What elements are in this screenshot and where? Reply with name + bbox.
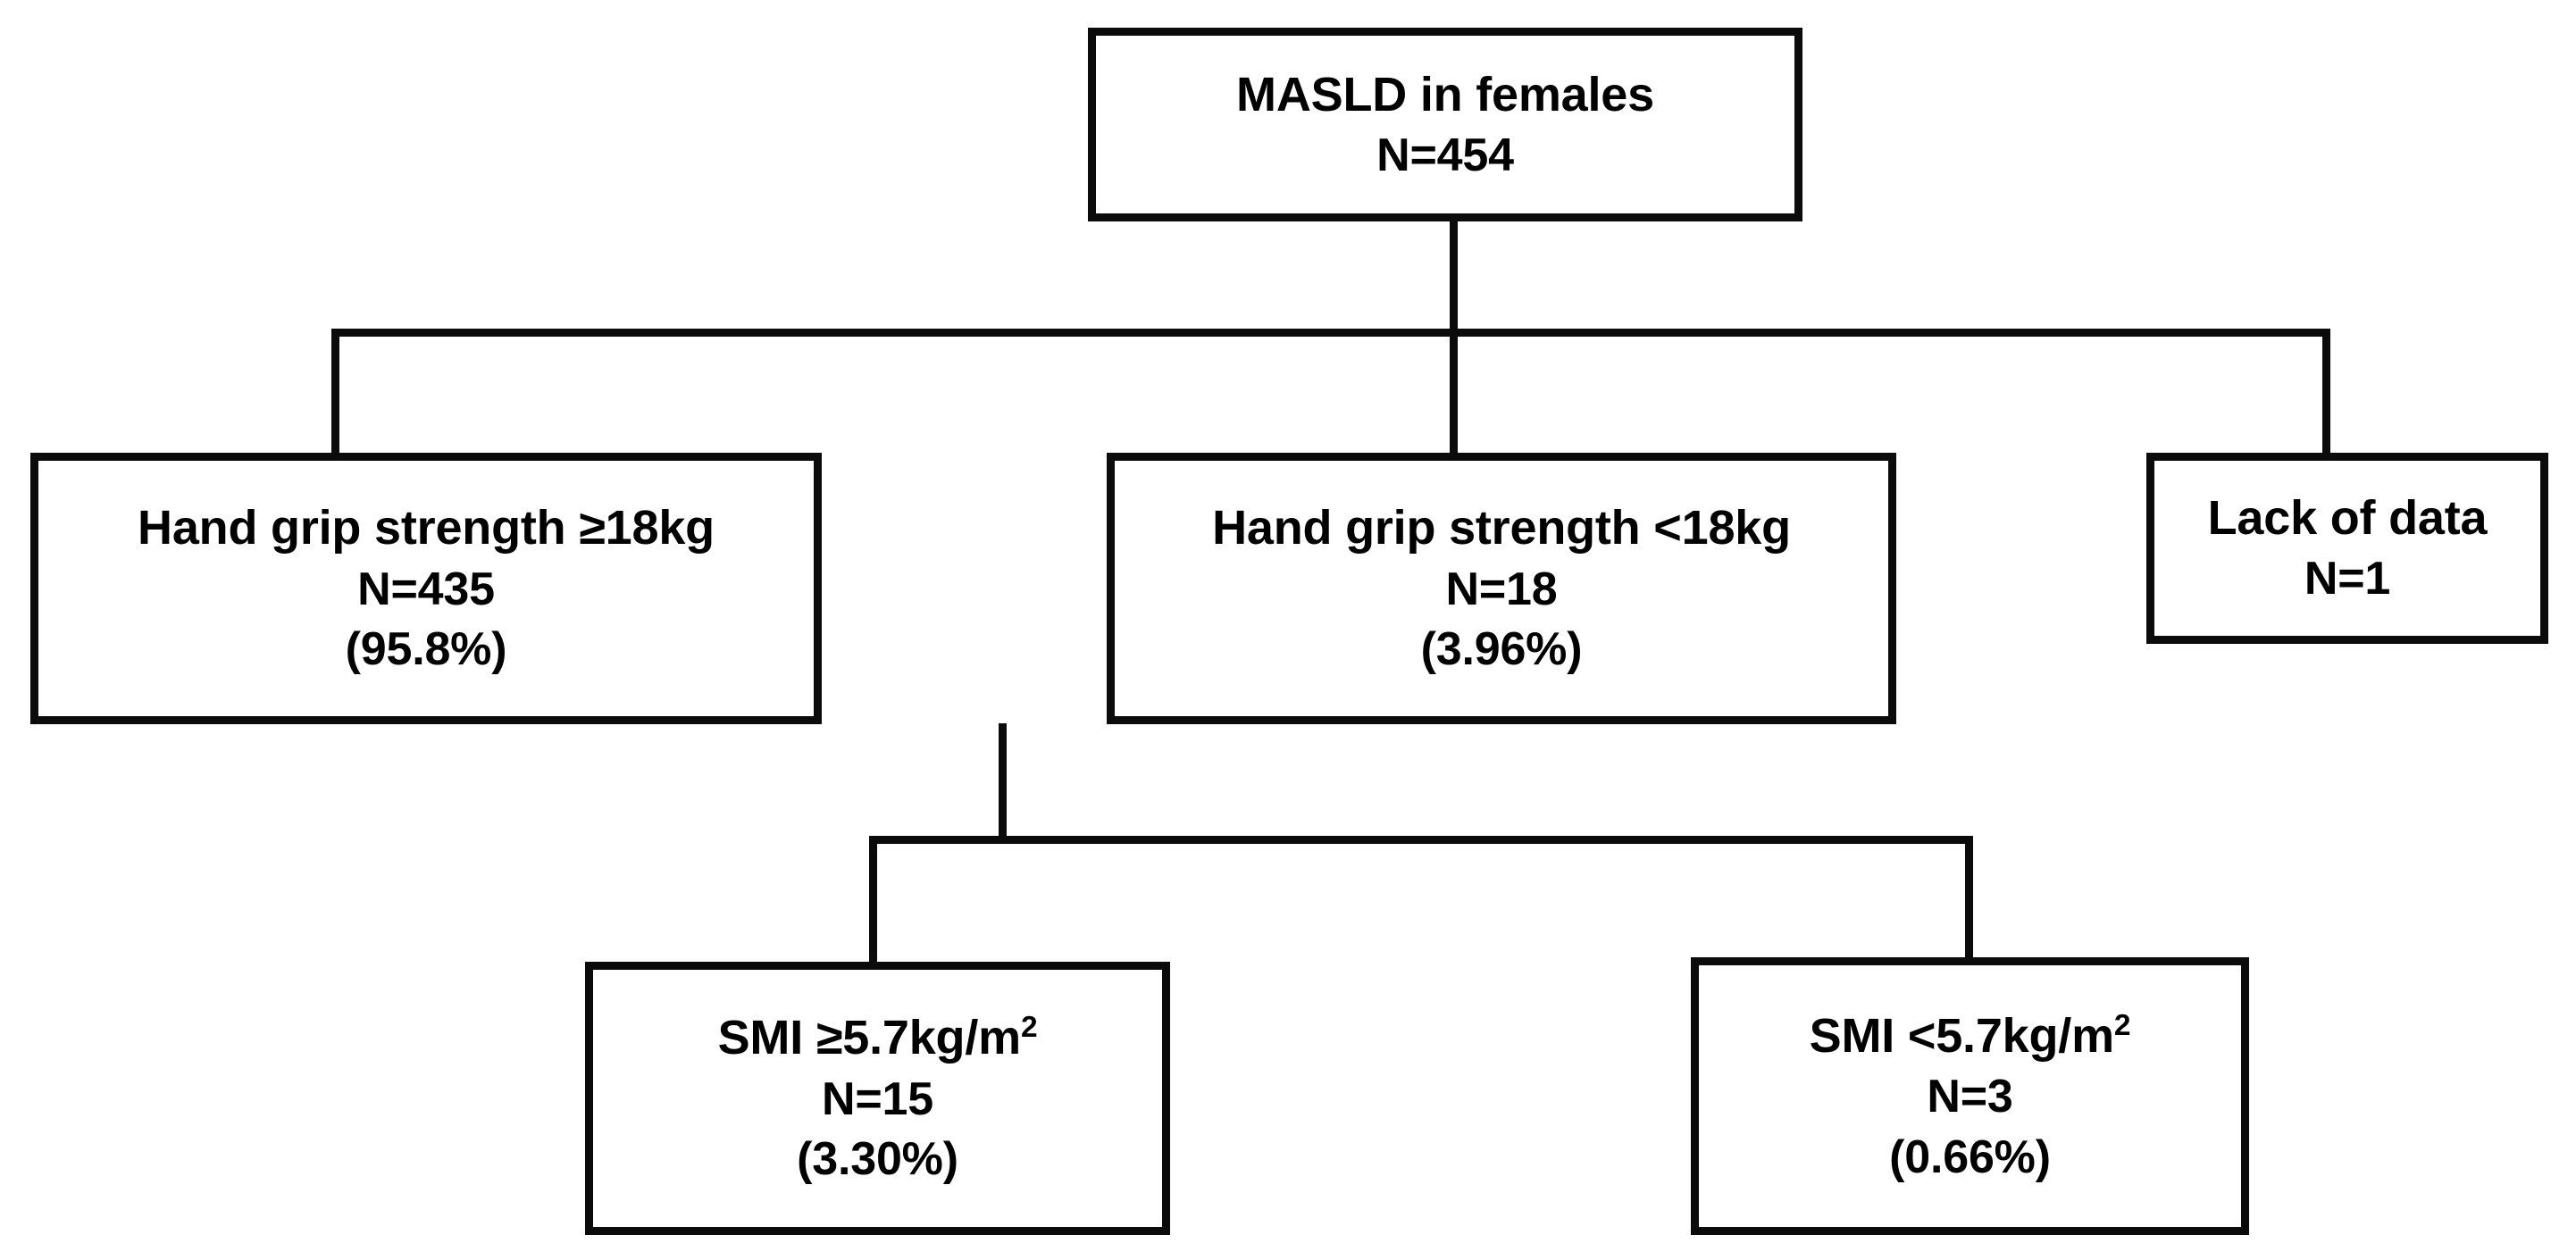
connector-drop-lack-of-data bbox=[2322, 329, 2330, 456]
connector-root-stem bbox=[1450, 221, 1458, 337]
node-label-text: SMI <5.7kg/m bbox=[1809, 1008, 2114, 1063]
connector-level2-bus bbox=[331, 329, 2330, 337]
node-label: MASLD in females bbox=[1236, 67, 1654, 121]
node-label-text: SMI ≥5.7kg/m bbox=[717, 1011, 1022, 1065]
node-count: N=15 bbox=[822, 1072, 933, 1125]
node-lack-of-data[interactable]: Lack of data N=1 bbox=[2146, 453, 2548, 644]
node-count: N=18 bbox=[1445, 563, 1558, 615]
node-label: SMI <5.7kg/m2 bbox=[1810, 1005, 2131, 1067]
node-percent: (3.96%) bbox=[1420, 623, 1583, 676]
node-percent: (0.66%) bbox=[1889, 1131, 2051, 1183]
node-label: SMI ≥5.7kg/m2 bbox=[718, 1006, 1038, 1069]
connector-drop-smi-lt57 bbox=[1965, 836, 1973, 965]
node-label-superscript: 2 bbox=[2113, 1008, 2131, 1042]
connector-level3-bus bbox=[869, 836, 1973, 844]
node-count: N=435 bbox=[357, 563, 495, 615]
node-hand-grip-strength-lt-18kg[interactable]: Hand grip strength <18kg N=18 (3.96%) bbox=[1107, 453, 1896, 724]
connector-drop-smi-ge57 bbox=[869, 836, 877, 965]
node-label: Hand grip strength ≥18kg bbox=[138, 501, 715, 555]
node-label: Lack of data bbox=[2207, 491, 2488, 546]
node-percent: (95.8%) bbox=[345, 623, 507, 676]
node-smi-lt-5-7[interactable]: SMI <5.7kg/m2 N=3 (0.66%) bbox=[1691, 957, 2249, 1235]
node-masld-in-females[interactable]: MASLD in females N=454 bbox=[1088, 28, 1802, 221]
node-count: N=1 bbox=[2304, 553, 2391, 605]
node-label: Hand grip strength <18kg bbox=[1212, 501, 1791, 555]
connector-hgs-lt18-stem bbox=[999, 723, 1007, 839]
node-percent: (3.30%) bbox=[797, 1133, 958, 1186]
connector-drop-hgs-ge18 bbox=[331, 329, 339, 456]
connector-drop-hgs-lt18 bbox=[1450, 329, 1458, 456]
node-smi-ge-5-7[interactable]: SMI ≥5.7kg/m2 N=15 (3.30%) bbox=[585, 962, 1170, 1235]
node-count: N=3 bbox=[1927, 1071, 2013, 1122]
node-label-superscript: 2 bbox=[1020, 1011, 1038, 1045]
node-hand-grip-strength-ge-18kg[interactable]: Hand grip strength ≥18kg N=435 (95.8%) bbox=[30, 453, 822, 724]
node-count: N=454 bbox=[1376, 129, 1514, 181]
